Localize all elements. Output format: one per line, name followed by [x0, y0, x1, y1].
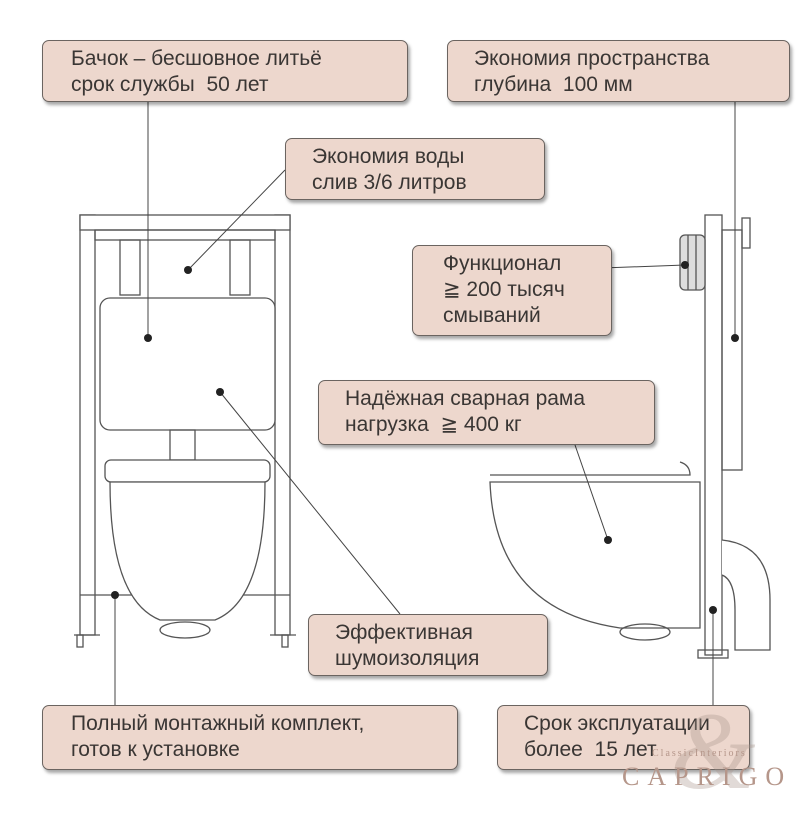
- front-toilet-bowl: [104, 459, 271, 639]
- callout-line: Функционал: [443, 252, 562, 275]
- callout-kit: Полный монтажный комплект, готов к устан…: [42, 705, 458, 770]
- front-cistern: [99, 297, 276, 461]
- callout-line: нагрузка ≧ 400 кг: [345, 413, 522, 436]
- ampersand-mark: &: [670, 690, 756, 812]
- callout-line: шумоизоляция: [335, 647, 480, 670]
- callout-tank: Бачок – бесшовное литьё срок службы 50 л…: [42, 40, 408, 102]
- callout-line: слив 3/6 литров: [312, 171, 467, 194]
- leader-dots: [111, 261, 739, 614]
- callout-line: Срок эксплуатации: [524, 712, 710, 735]
- callout-line: ≧ 200 тысяч: [443, 278, 565, 301]
- callout-line: смываний: [443, 304, 541, 327]
- callout-line: Эффективная: [335, 621, 473, 644]
- callout-line: Экономия воды: [312, 145, 465, 168]
- callout-line: готов к установке: [71, 738, 240, 761]
- callout-lifetime: Срок эксплуатации более 15 лет: [497, 705, 750, 770]
- side-toilet-bowl: [489, 461, 771, 651]
- callout-line: Экономия пространства: [474, 47, 710, 70]
- leader-lines: [114, 102, 736, 705]
- callout-line: срок службы 50 лет: [71, 73, 269, 96]
- callout-function: Функционал ≧ 200 тысяч смываний: [412, 245, 612, 336]
- logo-tagline: ClassicInteriors: [652, 748, 747, 759]
- callout-noise: Эффективная шумоизоляция: [308, 614, 548, 676]
- callout-space: Экономия пространства глубина 100 мм: [447, 40, 790, 102]
- callout-line: Полный монтажный комплект,: [71, 712, 365, 735]
- callout-line: глубина 100 мм: [474, 73, 633, 96]
- flush-button: [679, 234, 706, 291]
- callout-frame: Надёжная сварная рама нагрузка ≧ 400 кг: [318, 380, 655, 445]
- callout-water: Экономия воды слив 3/6 литров: [285, 138, 545, 200]
- callout-line: более 15 лет: [524, 738, 657, 761]
- logo-brand: CAPRIGO: [622, 762, 793, 791]
- callout-line: Надёжная сварная рама: [345, 387, 586, 410]
- callout-line: Бачок – бесшовное литьё: [71, 47, 322, 70]
